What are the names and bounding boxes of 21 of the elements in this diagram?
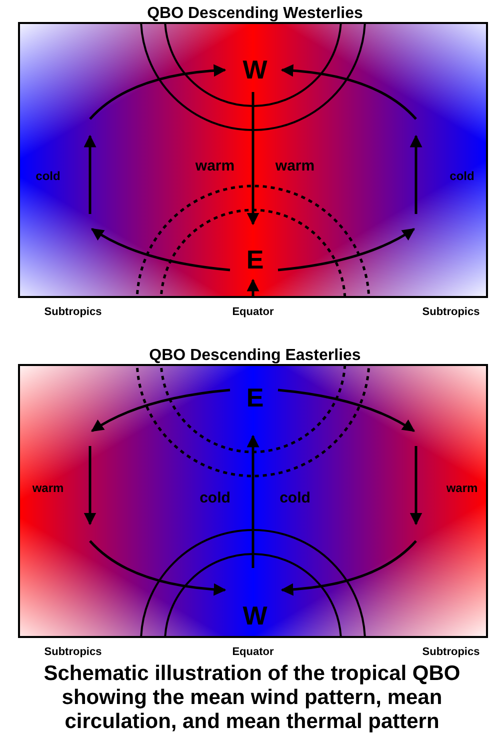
latitude-label: Subtropics xyxy=(422,306,480,318)
caption: Schematic illustration of the tropical QBO showing the mean wind pattern, mean circulation, and mean thermal pattern xyxy=(42,662,462,734)
temperature-label: cold xyxy=(450,169,474,183)
temperature-label: warm xyxy=(275,158,315,174)
wind-label: E xyxy=(246,244,264,276)
panel-title: QBO Descending Easterlies xyxy=(149,347,361,365)
wind-label: W xyxy=(242,54,268,86)
wind-label: W xyxy=(242,600,268,632)
latitude-label: Subtropics xyxy=(44,646,102,658)
temperature-label: cold xyxy=(280,490,310,506)
temperature-label: warm xyxy=(446,481,478,495)
wind-label: E xyxy=(246,382,264,414)
latitude-label: Subtropics xyxy=(44,306,102,318)
temperature-label: cold xyxy=(36,169,60,183)
latitude-label: Equator xyxy=(232,306,274,318)
temperature-label: cold xyxy=(200,490,230,506)
latitude-label: Subtropics xyxy=(422,646,480,658)
panel-title: QBO Descending Westerlies xyxy=(147,5,363,23)
temperature-label: warm xyxy=(32,481,64,495)
temperature-label: warm xyxy=(195,158,235,174)
latitude-label: Equator xyxy=(232,646,274,658)
